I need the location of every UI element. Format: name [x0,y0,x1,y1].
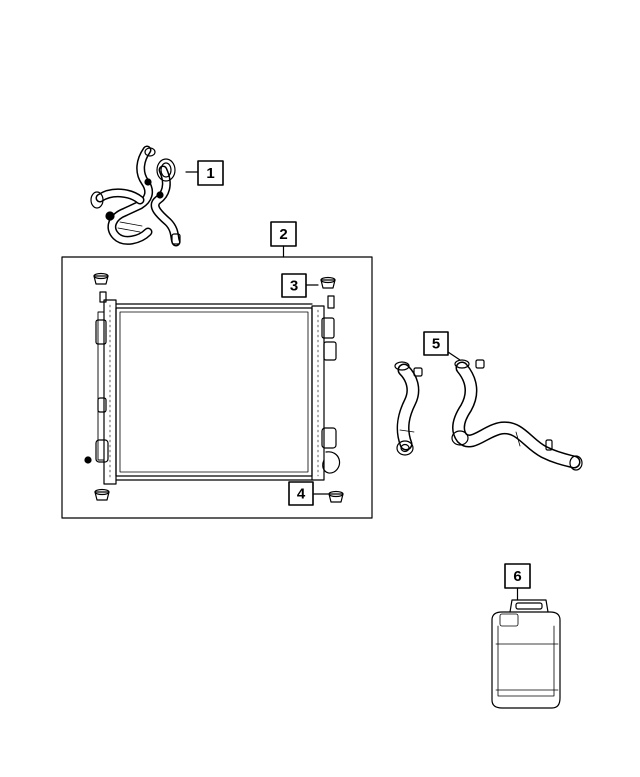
svg-text:5: 5 [432,336,440,353]
callout-4: 4 [288,481,314,506]
coolant-jug [491,599,561,709]
svg-text:1: 1 [206,165,214,182]
svg-text:3: 3 [290,278,298,295]
svg-text:6: 6 [513,568,521,585]
upper-mount-bushing-right [305,276,336,289]
radiator-group-frame [61,256,373,519]
lower-hose-right [451,359,583,471]
lower-mount-bushing-left [94,488,110,501]
upper-hose-assembly [90,145,199,247]
radiator [84,291,341,485]
callout-2: 2 [270,221,297,258]
callout-3: 3 [281,273,307,298]
svg-text:2: 2 [279,226,287,243]
callout-1: 1 [197,160,224,186]
lower-hose-left [394,361,423,456]
lower-mount-bushing-right [313,490,344,503]
svg-text:4: 4 [297,486,306,503]
callout-5: 5 [423,331,461,361]
callout-6: 6 [504,563,531,601]
upper-mount-bushing-left [93,272,109,285]
